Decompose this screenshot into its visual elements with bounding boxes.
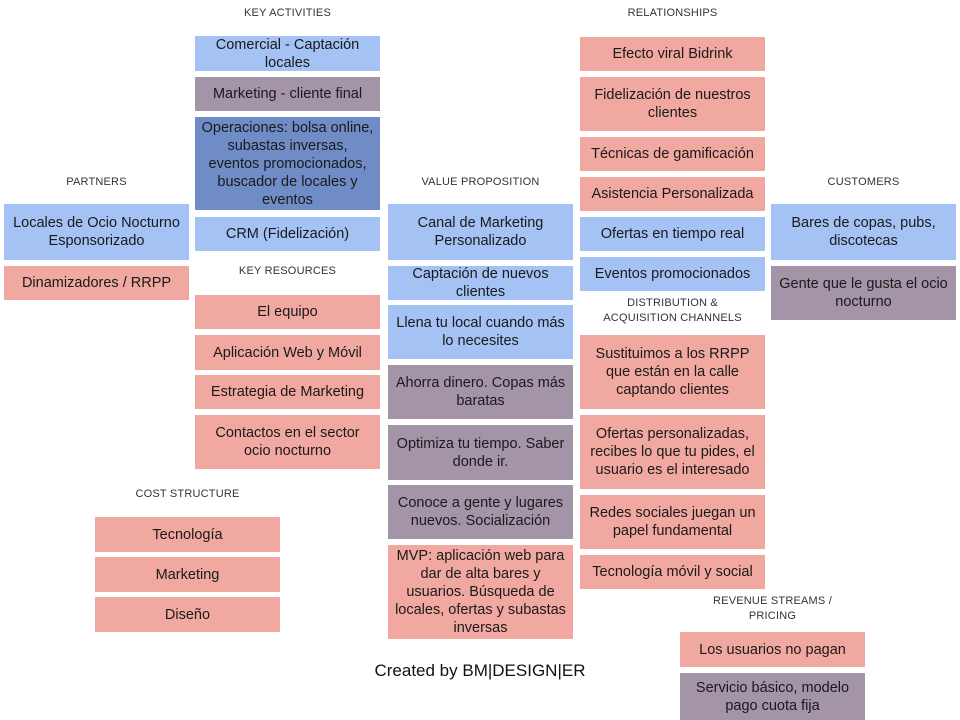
relationship-card: Ofertas en tiempo real	[580, 217, 765, 251]
header-relationships: RELATIONSHIPS	[627, 7, 718, 19]
channel-card: Sustituimos a los RRPP que están en la c…	[580, 335, 765, 409]
value-proposition-card: MVP: aplicación web para dar de alta bar…	[388, 545, 573, 639]
header-key-activities: KEY ACTIVITIES	[244, 7, 331, 19]
revenue-card: Servicio básico, modelo pago cuota fija	[680, 673, 865, 720]
partner-card: Dinamizadores / RRPP	[4, 266, 189, 300]
key-resource-card: Aplicación Web y Móvil	[195, 335, 380, 370]
header-key-resources: KEY RESOURCES	[238, 265, 337, 277]
key-resource-card: El equipo	[195, 295, 380, 329]
channel-card: Redes sociales juegan un papel fundament…	[580, 495, 765, 549]
cost-card: Marketing	[95, 557, 280, 592]
value-proposition-card: Ahorra dinero. Copas más baratas	[388, 365, 573, 419]
key-activity-card: Comercial - Captación locales	[195, 36, 380, 71]
header-revenue: REVENUE STREAMS / PRICING	[713, 595, 832, 622]
footer-credit: Created by BM|DESIGN|ER	[374, 661, 586, 680]
customer-card: Bares de copas, pubs, discotecas	[771, 204, 956, 260]
value-proposition-card: Conoce a gente y lugares nuevos. Sociali…	[388, 485, 573, 539]
value-proposition-card: Captación de nuevos clientes	[388, 266, 573, 300]
channel-card: Tecnología móvil y social	[580, 555, 765, 589]
key-activity-card: CRM (Fidelización)	[195, 217, 380, 251]
partner-card: Locales de Ocio Nocturno Esponsorizado	[4, 204, 189, 260]
relationship-card: Asistencia Personalizada	[580, 177, 765, 211]
relationship-card: Efecto viral Bidrink	[580, 37, 765, 71]
value-proposition-card: Optimiza tu tiempo. Saber donde ir.	[388, 425, 573, 480]
relationship-card: Eventos promocionados	[580, 257, 765, 291]
cost-card: Diseño	[95, 597, 280, 632]
header-cost-structure: COST STRUCTURE	[135, 488, 240, 500]
cost-card: Tecnología	[95, 517, 280, 552]
relationship-card: Fidelización de nuestros clientes	[580, 77, 765, 131]
header-customers: CUSTOMERS	[827, 176, 900, 188]
key-resource-card: Contactos en el sector ocio nocturno	[195, 415, 380, 469]
key-activity-card: Marketing - cliente final	[195, 77, 380, 111]
revenue-card: Los usuarios no pagan	[680, 632, 865, 667]
relationship-card: Técnicas de gamificación	[580, 137, 765, 171]
header-partners: PARTNERS	[66, 176, 127, 188]
value-proposition-card: Llena tu local cuando más lo necesites	[388, 305, 573, 359]
header-value-proposition: VALUE PROPOSITION	[421, 176, 540, 188]
key-activity-card: Operaciones: bolsa online, subastas inve…	[195, 117, 380, 210]
channel-card: Ofertas personalizadas, recibes lo que t…	[580, 415, 765, 489]
customer-card: Gente que le gusta el ocio nocturno	[771, 266, 956, 320]
value-proposition-card: Canal de Marketing Personalizado	[388, 204, 573, 260]
header-distribution: DISTRIBUTION & ACQUISITION CHANNELS	[603, 297, 742, 324]
key-resource-card: Estrategia de Marketing	[195, 375, 380, 409]
